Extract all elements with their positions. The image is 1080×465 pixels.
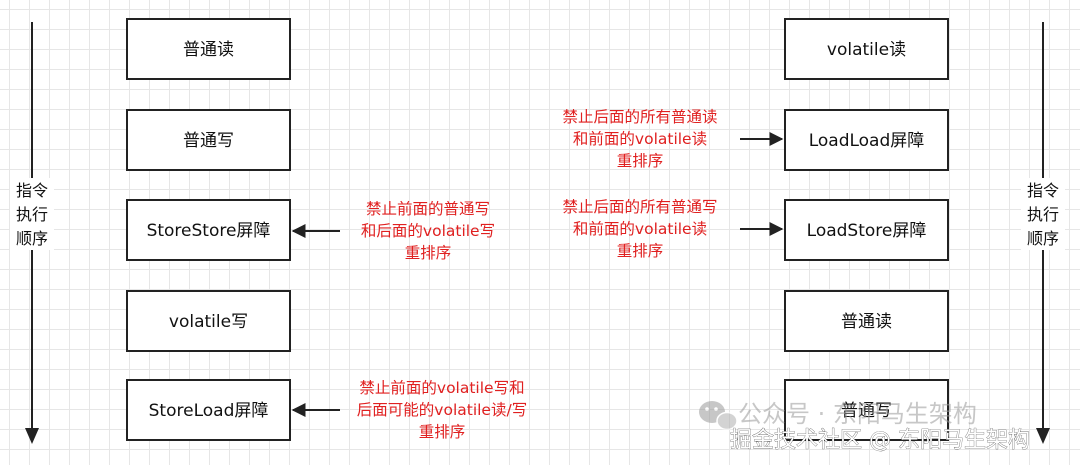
- box-volatile-write: volatile写: [126, 290, 291, 352]
- watermark-line-1: 公众号 · 东阳马生架构: [738, 400, 977, 428]
- note-line: 和后面的volatile写: [361, 222, 495, 240]
- box-storestore-barrier: StoreStore屏障: [126, 199, 291, 261]
- left-axis-label-line: 顺序: [16, 229, 48, 248]
- right-axis-label-line: 执行: [1027, 205, 1059, 224]
- box-label: StoreLoad屏障: [149, 401, 269, 421]
- box-volatile-read: volatile读: [784, 18, 949, 80]
- right-axis-label-line: 顺序: [1027, 229, 1059, 248]
- box-normal-write-right: 普通写: [784, 379, 949, 441]
- left-axis-arrowhead: [25, 428, 39, 444]
- wechat-icon: [699, 401, 738, 431]
- left-axis-label-line: 执行: [16, 205, 48, 224]
- box-label: 普通读: [183, 40, 234, 60]
- box-loadload-barrier: LoadLoad屏障: [784, 109, 949, 171]
- box-label: volatile读: [827, 40, 906, 60]
- left-axis-label: 指令 执行 顺序: [10, 178, 54, 250]
- note-line: 重排序: [617, 242, 664, 260]
- box-label: LoadLoad屏障: [809, 131, 925, 151]
- right-axis-label-line: 指令: [1027, 181, 1059, 200]
- note-line: 禁止前面的volatile写和: [359, 379, 524, 397]
- note-storeload: 禁止前面的volatile写和 后面可能的volatile读/写 重排序: [357, 379, 527, 441]
- box-label: volatile写: [169, 312, 248, 332]
- right-axis-label: 指令 执行 顺序: [1021, 178, 1065, 250]
- box-label: 普通读: [841, 312, 892, 332]
- note-loadload: 禁止后面的所有普通读 和前面的volatile读 重排序: [562, 108, 717, 170]
- box-storeload-barrier: StoreLoad屏障: [126, 379, 291, 441]
- box-label: 普通写: [183, 131, 234, 151]
- note-line: 和前面的volatile读: [573, 130, 707, 148]
- box-label: LoadStore屏障: [807, 221, 927, 241]
- note-line: 重排序: [419, 423, 466, 441]
- note-loadstore: 禁止后面的所有普通写 和前面的volatile读 重排序: [562, 198, 717, 260]
- note-line: 和前面的volatile读: [573, 220, 707, 238]
- box-label: StoreStore屏障: [147, 221, 271, 241]
- note-storestore: 禁止前面的普通写 和后面的volatile写 重排序: [361, 200, 495, 262]
- note-line: 禁止后面的所有普通读: [562, 108, 717, 126]
- note-line: 重排序: [405, 244, 452, 262]
- right-axis-arrowhead: [1036, 428, 1050, 444]
- watermark-line-2: 掘金技术社区 @ 东阳马生架构: [730, 428, 1030, 453]
- note-line: 后面可能的volatile读/写: [357, 401, 527, 419]
- note-line: 重排序: [617, 152, 664, 170]
- note-line: 禁止后面的所有普通写: [562, 198, 717, 216]
- box-normal-read-right: 普通读: [784, 290, 949, 352]
- note-line: 禁止前面的普通写: [366, 200, 490, 218]
- box-label: 普通写: [841, 401, 892, 421]
- box-loadstore-barrier: LoadStore屏障: [784, 199, 949, 261]
- box-normal-write-left: 普通写: [126, 109, 291, 171]
- left-axis-label-line: 指令: [16, 181, 48, 200]
- box-normal-read-left: 普通读: [126, 18, 291, 80]
